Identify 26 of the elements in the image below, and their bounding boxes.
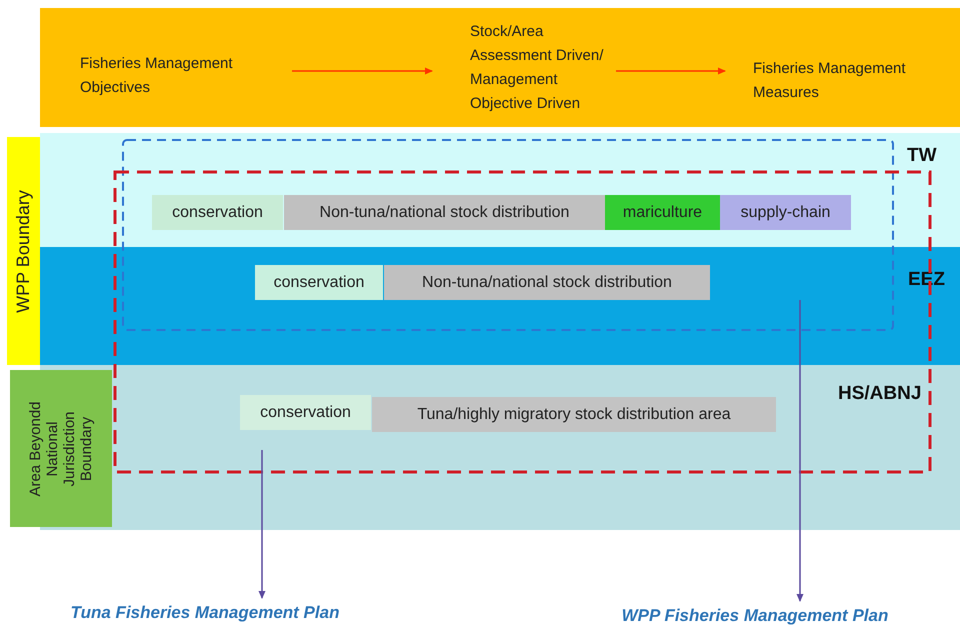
category-box: conservation [255,265,383,300]
zone-label: EEZ [908,269,945,291]
category-box: Non-tuna/national stock distribution [284,195,605,230]
objective-text: Fisheries Management Objectives [80,50,290,102]
plan-label: Tuna Fisheries Management Plan [50,600,360,626]
category-box: Tuna/highly migratory stock distribution area [372,397,776,432]
objective-text: Fisheries Management Measures [725,55,955,107]
arrow [292,68,433,74]
boundary-box [10,370,112,527]
arrow [616,68,726,74]
zone-label: TW [907,145,937,167]
category-box: Non-tuna/national stock distribution [384,265,710,300]
boundary-box [7,137,40,365]
objective-text: Stock/Area Assessment Driven/ Management Objective Driven [432,14,614,122]
category-box: mariculture [605,195,720,230]
arrow [796,300,804,602]
zone-band [40,133,960,247]
zone-label: HS/ABNJ [838,383,922,405]
plan-label: WPP Fisheries Management Plan [600,603,910,629]
arrow [258,450,266,599]
boundary-label: WPP Boundary [15,190,32,312]
category-box: conservation [240,395,371,430]
category-box: conservation [152,195,283,230]
zone-band [40,247,960,365]
boundary-label: Area Beyondd National Jurisdiction Boundary [27,400,95,498]
category-box: supply-chain [720,195,851,230]
